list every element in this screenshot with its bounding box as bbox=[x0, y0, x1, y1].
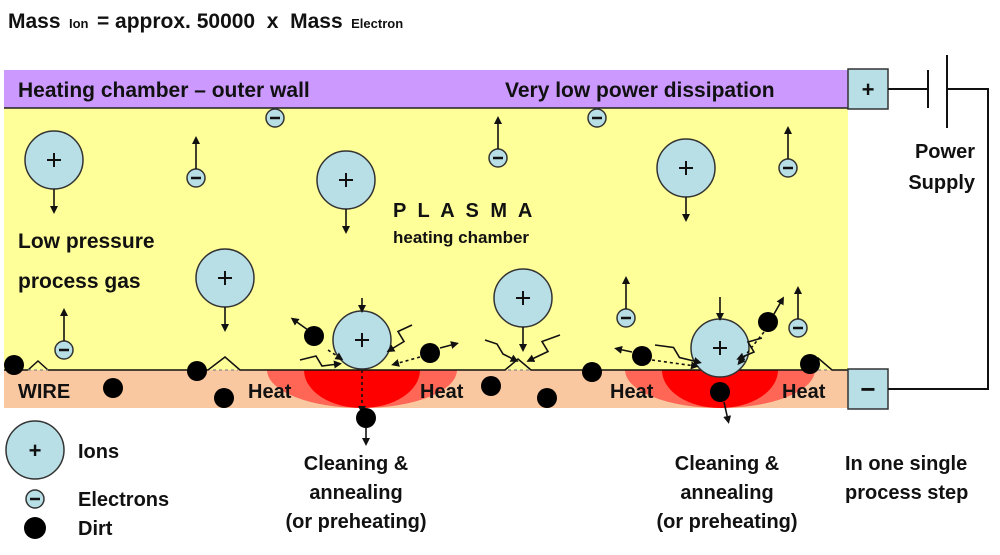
mass-ratio-title: Mass Ion = approx. 50000 x Mass Electron bbox=[8, 10, 403, 33]
outer-wall-label: Heating chamber – outer wall bbox=[18, 79, 310, 102]
negative-terminal-sign: − bbox=[860, 374, 875, 404]
heat-label: Heat bbox=[248, 381, 292, 403]
gas-label-line2: process gas bbox=[18, 270, 141, 293]
svg-text:Cleaning &: Cleaning & bbox=[304, 453, 408, 475]
dirt-icon bbox=[103, 378, 123, 398]
gas-label-line1: Low pressure bbox=[18, 230, 155, 253]
dirt-icon bbox=[758, 312, 778, 332]
svg-text:(or preheating): (or preheating) bbox=[656, 511, 797, 533]
annotation-single-step: In one single process step bbox=[845, 453, 968, 504]
heat-label: Heat bbox=[420, 381, 464, 403]
motion-arrow bbox=[614, 345, 633, 354]
impact-arrow bbox=[484, 339, 519, 362]
dirt-icon bbox=[632, 346, 652, 366]
svg-text:annealing: annealing bbox=[680, 482, 773, 504]
dirt-icon bbox=[4, 355, 24, 375]
legend: + Ions Electrons Dirt bbox=[5, 420, 169, 540]
motion-arrow bbox=[439, 341, 459, 349]
dirt-icon bbox=[304, 326, 324, 346]
positive-terminal-sign: + bbox=[862, 77, 875, 102]
legend-label: Dirt bbox=[78, 518, 113, 540]
legend-label: Ions bbox=[78, 441, 119, 463]
dirt-icon bbox=[420, 343, 440, 363]
heat-label: Heat bbox=[782, 381, 826, 403]
motion-arrow bbox=[290, 317, 309, 331]
motion-arrow bbox=[651, 359, 699, 370]
motion-arrow bbox=[327, 349, 344, 361]
dirt-icon bbox=[710, 382, 730, 402]
motion-arrow bbox=[773, 296, 784, 315]
particles bbox=[4, 108, 820, 446]
dirt-icon bbox=[537, 388, 557, 408]
dissipation-label: Very low power dissipation bbox=[505, 79, 775, 102]
motion-arrow bbox=[391, 356, 421, 367]
legend-item-dirt: Dirt bbox=[24, 517, 113, 540]
dirt-icon bbox=[24, 517, 46, 539]
svg-text:+: + bbox=[29, 438, 42, 463]
svg-text:annealing: annealing bbox=[309, 482, 402, 504]
legend-label: Electrons bbox=[78, 489, 169, 511]
svg-text:process step: process step bbox=[845, 482, 968, 504]
plasma-subtitle: heating chamber bbox=[393, 228, 529, 247]
impact-arrow bbox=[526, 334, 561, 362]
svg-text:In one single: In one single bbox=[845, 453, 967, 475]
motion-arrow bbox=[737, 331, 765, 366]
svg-text:(or preheating): (or preheating) bbox=[285, 511, 426, 533]
dirt-icon bbox=[582, 362, 602, 382]
plasma-title: P L A S M A bbox=[393, 200, 535, 222]
svg-text:Cleaning &: Cleaning & bbox=[675, 453, 779, 475]
annotation-cleaning-1: Cleaning & annealing (or preheating) bbox=[285, 453, 426, 533]
heat-label: Heat bbox=[610, 381, 654, 403]
legend-item-ions: + Ions bbox=[5, 420, 119, 480]
motion-arrow bbox=[723, 401, 732, 424]
dirt-icon bbox=[187, 361, 207, 381]
dirt-icon bbox=[214, 388, 234, 408]
impact-arrow bbox=[386, 324, 413, 353]
impact-arrow bbox=[299, 355, 342, 369]
power-supply-label-line2: Supply bbox=[908, 172, 976, 194]
dirt-icon bbox=[481, 376, 501, 396]
dirt-icon bbox=[800, 354, 820, 374]
legend-item-electrons: Electrons bbox=[25, 489, 169, 511]
annotation-cleaning-2: Cleaning & annealing (or preheating) bbox=[656, 453, 797, 533]
dirt-icon bbox=[356, 408, 376, 428]
power-circuit bbox=[888, 55, 989, 390]
power-supply-label-line1: Power bbox=[915, 141, 975, 163]
impact-arrow bbox=[654, 344, 702, 365]
ion-icon bbox=[5, 420, 65, 480]
wire-label: WIRE bbox=[18, 381, 70, 403]
outer-wall bbox=[4, 70, 848, 108]
